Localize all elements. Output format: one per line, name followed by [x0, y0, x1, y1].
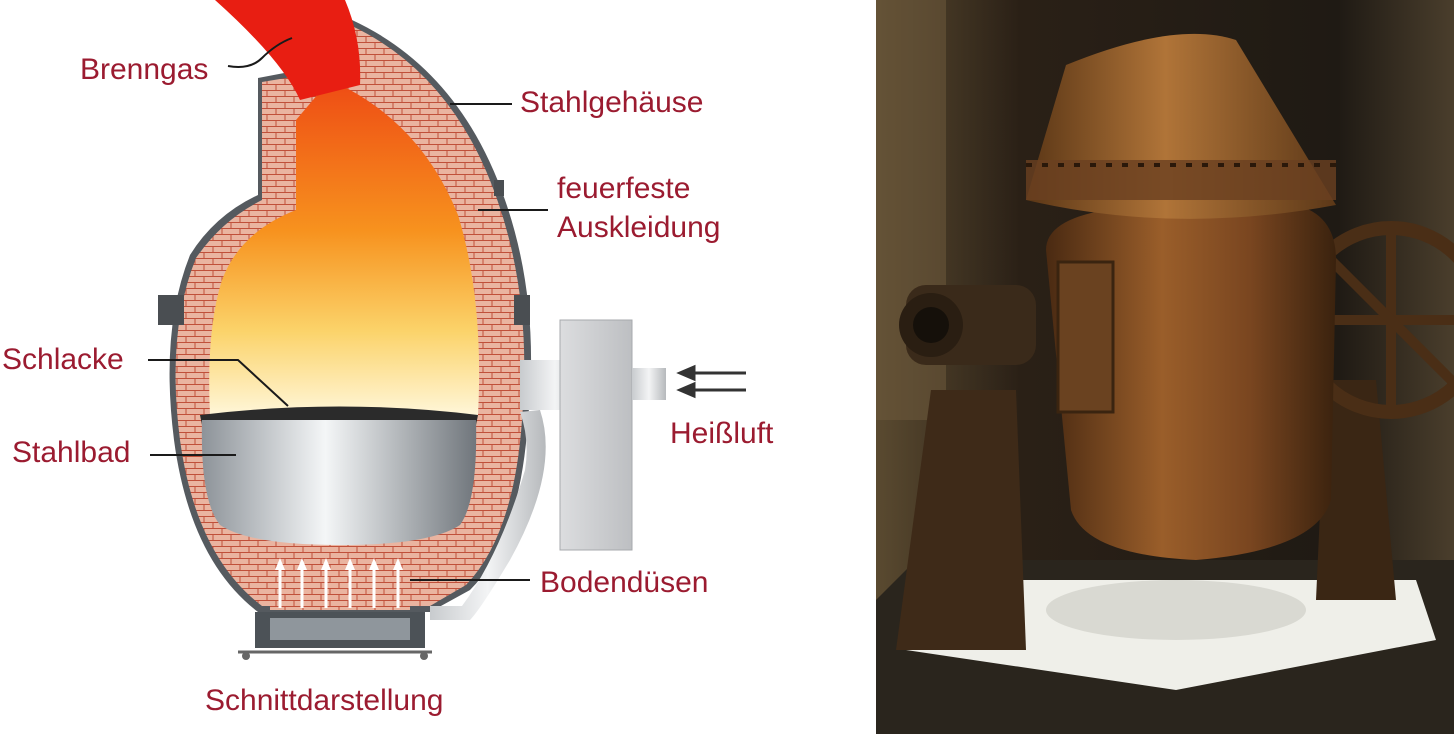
- label-schlacke: Schlacke: [2, 343, 124, 376]
- bottom-tuyeres: [270, 548, 410, 610]
- hot-air-supply: [430, 319, 666, 620]
- support-stand-right: [1316, 380, 1396, 600]
- air-arrows: [676, 364, 746, 399]
- converter-cross-section: [148, 0, 746, 660]
- leader-brenngas: [227, 37, 293, 68]
- flange-right: [514, 295, 530, 325]
- label-schnittdarstellung: Schnittdarstellung: [205, 684, 444, 717]
- vessel-body: [1046, 205, 1336, 560]
- wind-box: [238, 612, 432, 660]
- label-bodenduesen: Bodendüsen: [540, 566, 709, 599]
- support-stand-left: [896, 390, 1026, 650]
- label-stahlbad: Stahlbad: [12, 436, 131, 469]
- gas-stream: [215, 0, 361, 100]
- leader-schlacke: [148, 359, 289, 407]
- label-feuerfeste: feuerfeste: [557, 172, 691, 205]
- converter-photo: [876, 0, 1454, 734]
- steel-bath: [201, 420, 477, 545]
- label-stahlgehaeuse: Stahlgehäuse: [520, 86, 704, 119]
- label-heissluft: Heißluft: [670, 417, 774, 450]
- flange-left: [158, 295, 184, 325]
- label-brenngas: Brenngas: [80, 53, 209, 86]
- label-auskleidung: Auskleidung: [557, 211, 721, 244]
- flame-chamber: [209, 80, 480, 415]
